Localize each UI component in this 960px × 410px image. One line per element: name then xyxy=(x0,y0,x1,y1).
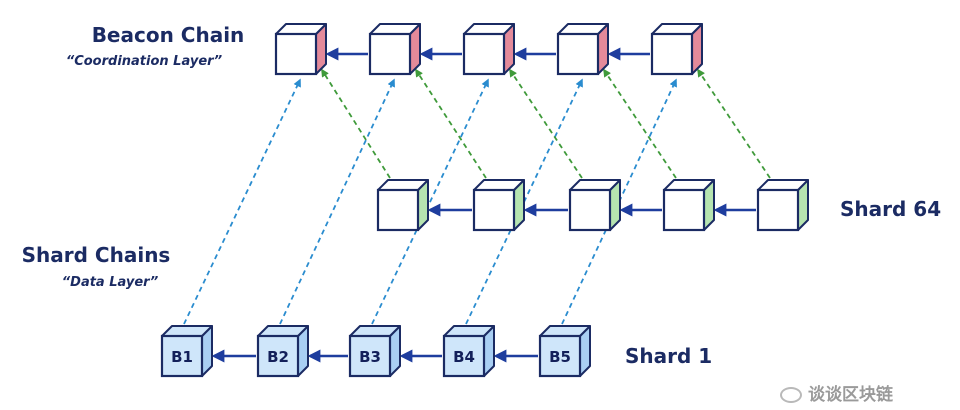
shard1-block: B1 xyxy=(160,325,213,378)
shard64-blocks xyxy=(376,179,809,232)
beacon-block xyxy=(556,23,609,76)
beacon-block xyxy=(274,23,327,76)
shard1-blocks: B1 B2 B3 B4 B5 xyxy=(160,325,591,378)
watermark: 谈谈区块链 xyxy=(780,380,893,405)
shard1-link-arrow xyxy=(183,78,301,325)
beacon-chain-subtitle: “Coordination Layer” xyxy=(66,54,222,69)
shard1-block: B5 xyxy=(538,325,591,378)
shard64-link-arrow xyxy=(697,68,771,179)
shard64-link-arrow xyxy=(509,68,583,179)
shard64-block xyxy=(472,179,525,232)
shard1-link-arrow xyxy=(371,78,489,325)
shard-chains-subtitle: “Data Layer” xyxy=(62,275,158,290)
block-label: B4 xyxy=(453,348,475,366)
shard64-block xyxy=(376,179,429,232)
block-label: B5 xyxy=(549,348,571,366)
shard64-to-beacon-links xyxy=(321,68,771,179)
beacon-chain-blocks xyxy=(274,23,703,76)
shard64-label: Shard 64 xyxy=(840,197,941,221)
beacon-chain-title: Beacon Chain xyxy=(92,23,245,47)
shard64-link-arrow xyxy=(603,68,677,179)
block-label: B1 xyxy=(171,348,193,366)
shard64-block xyxy=(756,179,809,232)
chain-arrows xyxy=(211,47,756,363)
watermark-text: 谈谈区块链 xyxy=(808,385,893,405)
beacon-block xyxy=(462,23,515,76)
shard-chains-title: Shard Chains xyxy=(22,243,171,267)
beacon-block xyxy=(368,23,421,76)
shard1-block: B2 xyxy=(256,325,309,378)
shard1-block: B3 xyxy=(348,325,401,378)
shard64-link-arrow xyxy=(415,68,487,179)
shard1-link-arrow xyxy=(279,78,395,325)
block-label: B2 xyxy=(267,348,289,366)
shard1-block: B4 xyxy=(442,325,495,378)
shard1-label: Shard 1 xyxy=(625,344,712,368)
shard64-block xyxy=(662,179,715,232)
shard64-block xyxy=(568,179,621,232)
block-label: B3 xyxy=(359,348,381,366)
wechat-icon xyxy=(780,387,802,403)
shard64-link-arrow xyxy=(321,68,391,179)
beacon-block xyxy=(650,23,703,76)
